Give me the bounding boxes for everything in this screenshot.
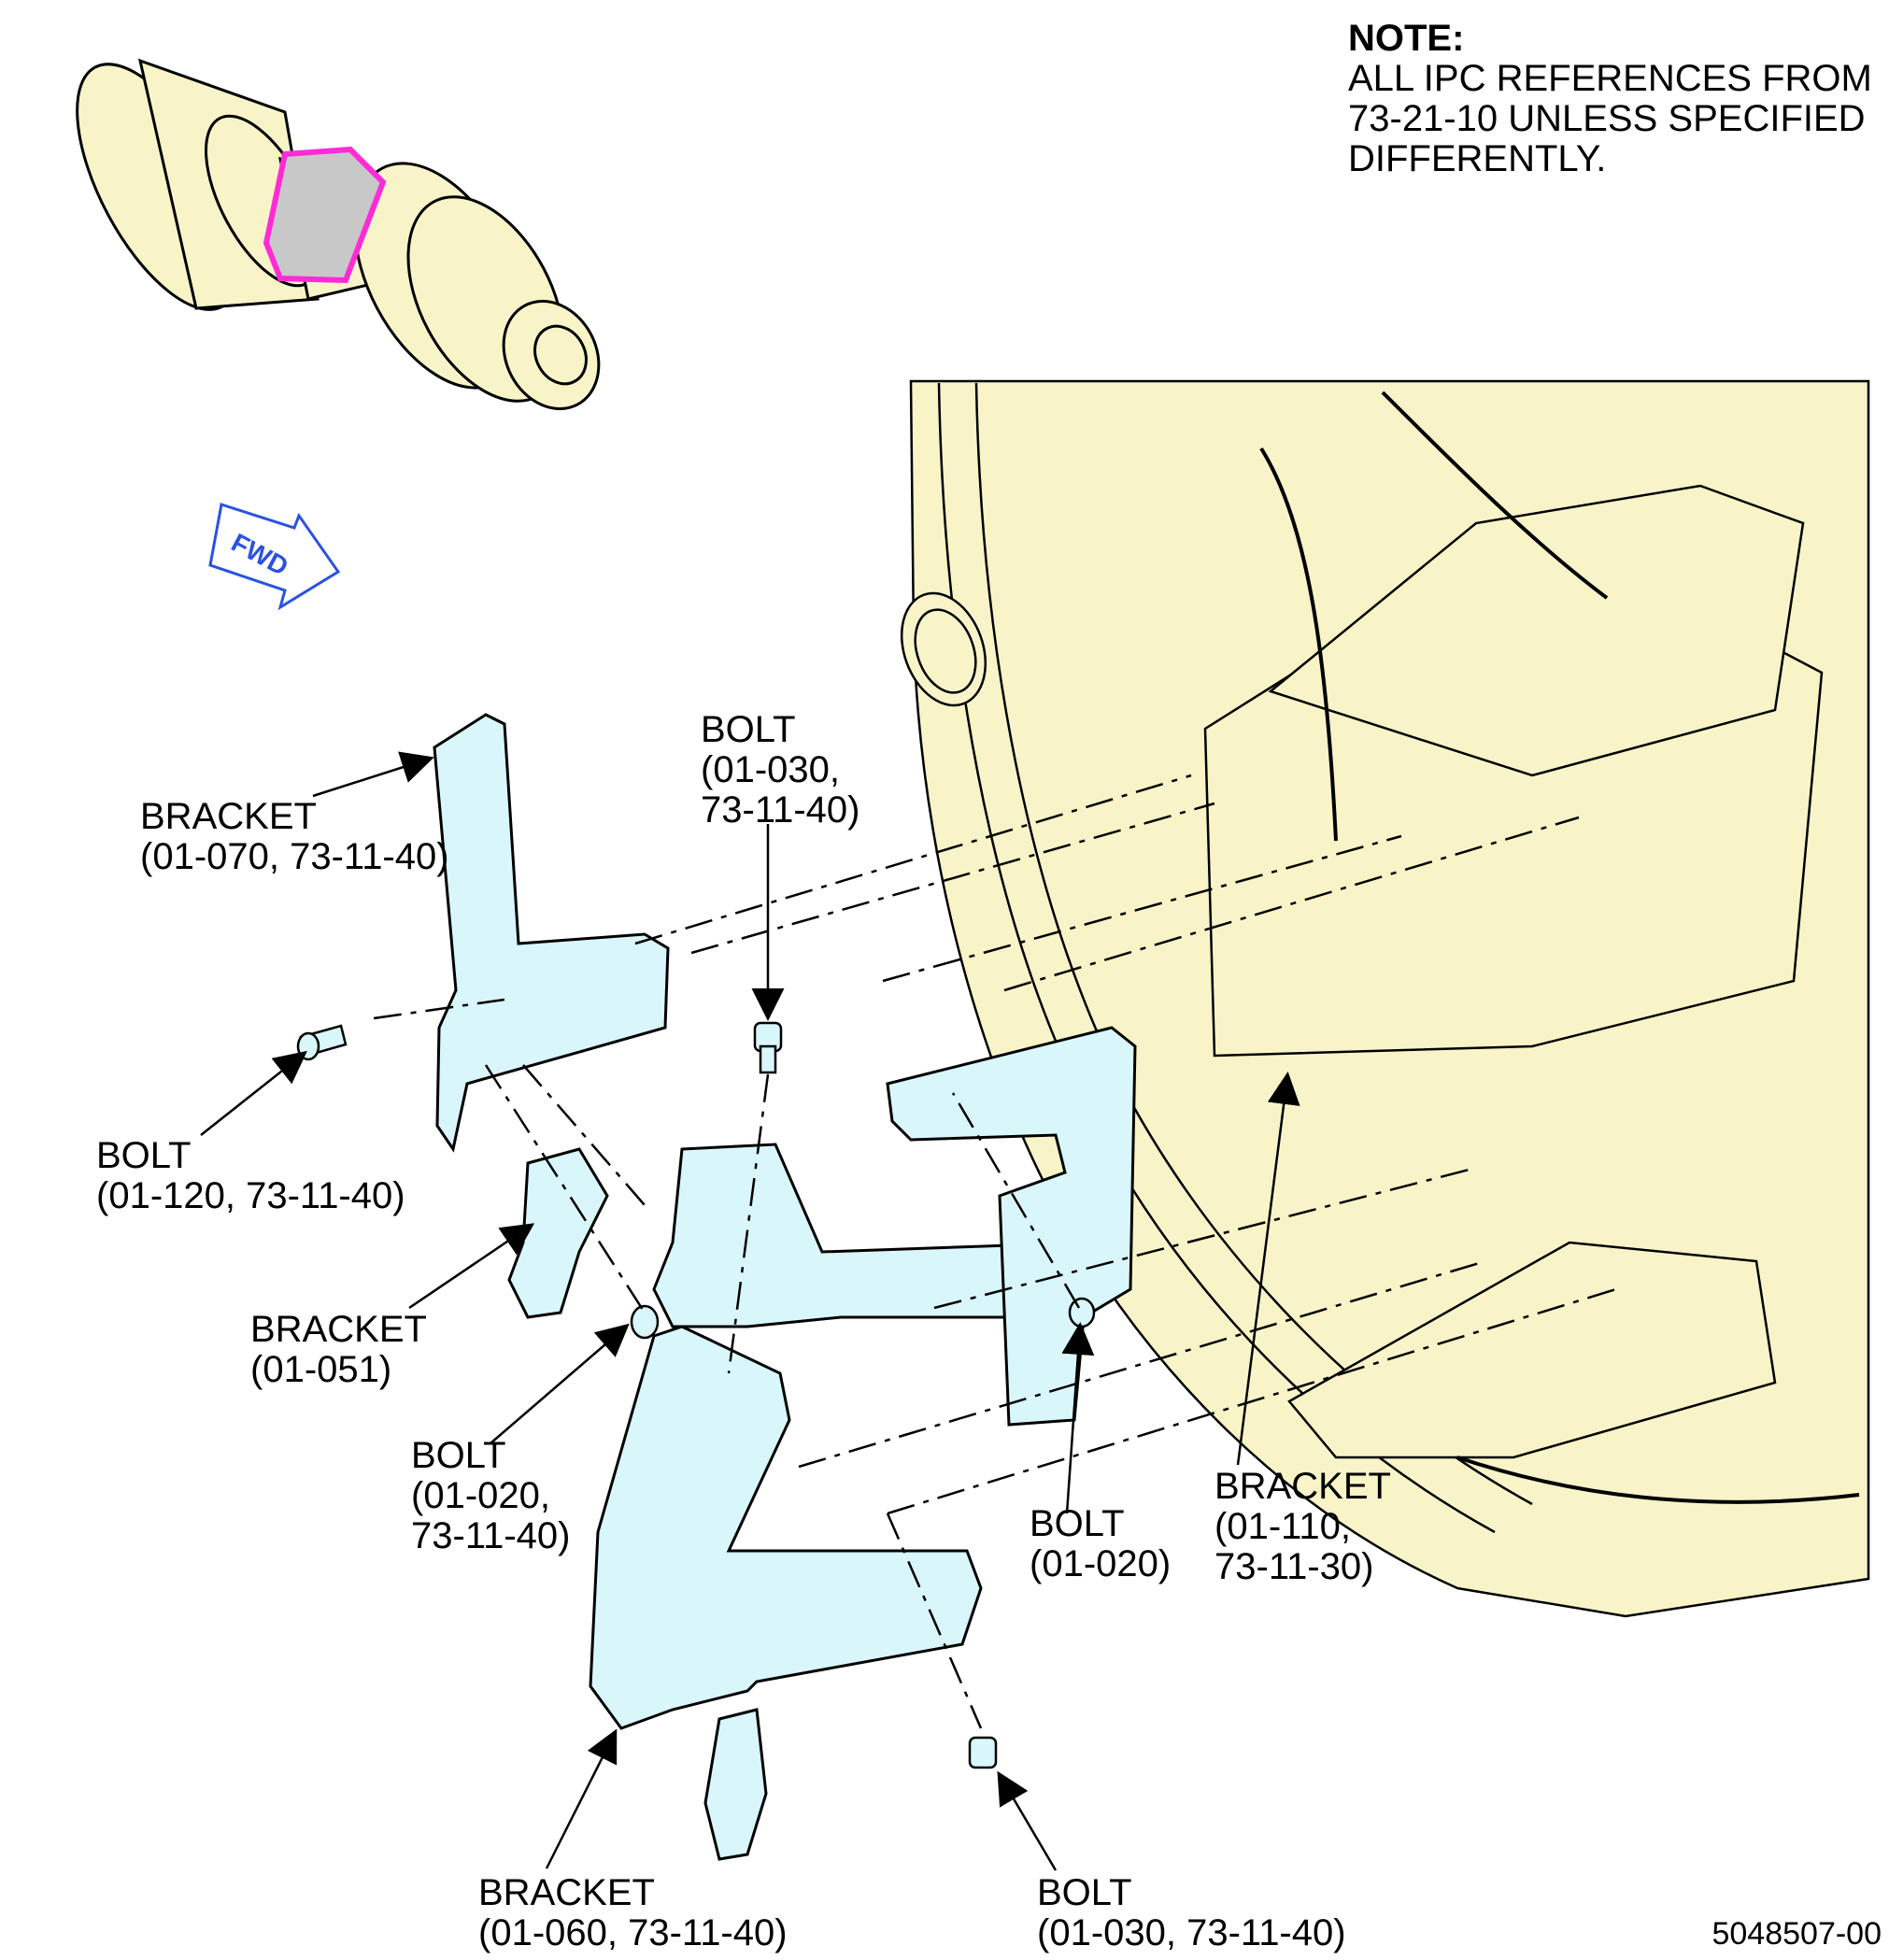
bracket-center — [652, 1143, 1095, 1328]
figure-number: 5048507-00 — [1711, 1916, 1882, 1952]
leader-lines — [200, 751, 1300, 1871]
assembly-centerlines — [373, 774, 1617, 1729]
callout-bracket-01-110: BRACKET (01-110, 73-11-30) — [1214, 1466, 1391, 1587]
bolt-01-020-left — [630, 1304, 660, 1340]
callout-bolt-01-020-left: BOLT (01-020, 73-11-40) — [411, 1435, 571, 1556]
callout-bracket-01-051: BRACKET (01-051) — [250, 1309, 427, 1390]
callout-bolt-01-030-top: BOLT (01-030, 73-11-40) — [701, 709, 860, 831]
callout-bracket-01-060: BRACKET (01-060, 73-11-40) — [478, 1872, 788, 1953]
engine-assembly — [900, 379, 1870, 1618]
highlighted-section — [263, 146, 387, 284]
bracket-01-110-left — [886, 1026, 1137, 1427]
callout-bolt-01-030-bottom: BOLT (01-030, 73-11-40) — [1037, 1872, 1346, 1953]
callout-bolt-01-120: BOLT (01-120, 73-11-40) — [96, 1135, 405, 1216]
fwd-arrow-icon — [208, 503, 341, 611]
note-block: NOTE: ALL IPC REFERENCES FROM 73-21-10 U… — [1348, 19, 1872, 179]
bolt-01-020-right — [1068, 1297, 1096, 1328]
bracket-01-060 — [589, 1325, 983, 1861]
callout-bolt-01-020-right: BOLT (01-020) — [1030, 1503, 1172, 1584]
bolt-01-030-bottom — [968, 1736, 998, 1769]
bracket-01-051 — [507, 1147, 609, 1319]
callout-bracket-01-070: BRACKET (01-070, 73-11-40) — [140, 796, 449, 877]
bolt-01-120 — [296, 1024, 348, 1061]
bolt-01-030-top — [753, 1021, 783, 1074]
note-heading: NOTE: — [1348, 18, 1465, 59]
bracket-01-070 — [433, 713, 670, 1153]
engine-locator-icon — [76, 58, 601, 411]
note-body: ALL IPC REFERENCES FROM 73-21-10 UNLESS … — [1348, 58, 1872, 179]
